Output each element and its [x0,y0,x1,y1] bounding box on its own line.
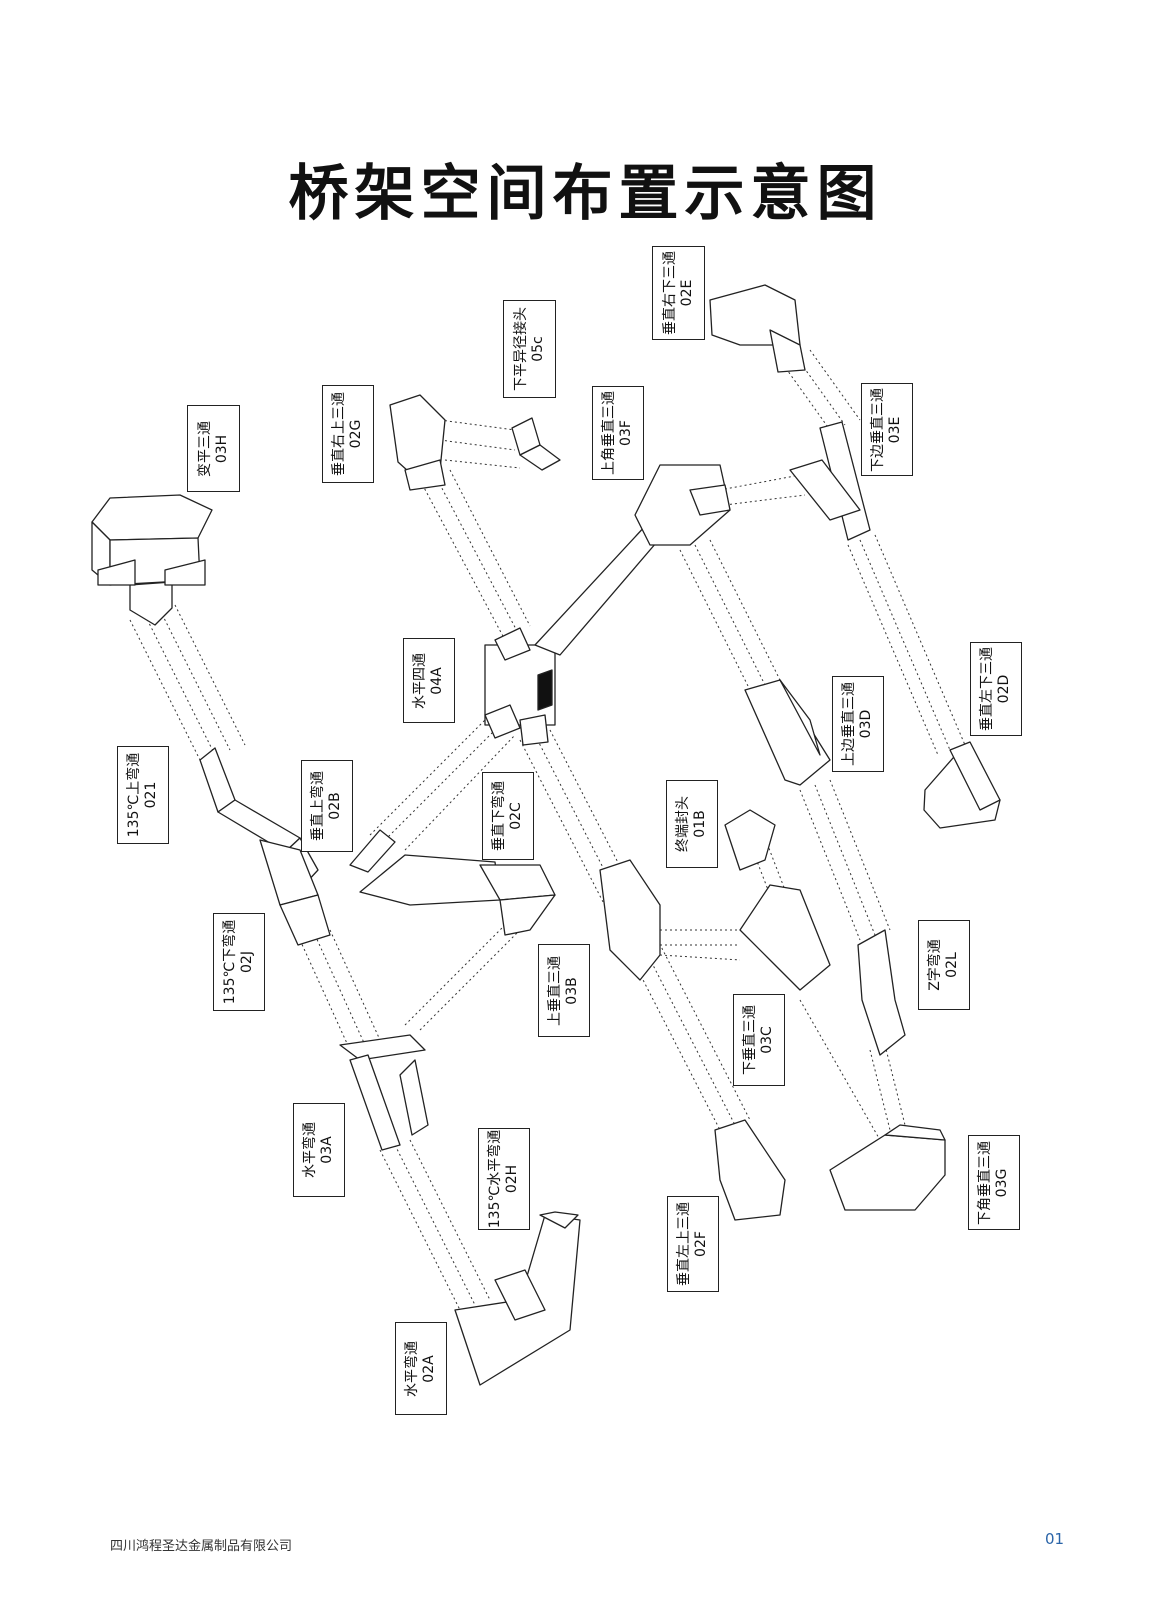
fitting-03D [744,679,831,786]
fitting-03H [91,494,213,626]
fitting-03G [829,1124,946,1211]
fitting-02E [709,284,806,373]
fitting-05c [511,417,561,471]
fitting-02L [857,929,906,1056]
fitting-main-diagonal [534,464,731,656]
footer-page-number: 01 [1045,1530,1065,1548]
fitting-01B [724,809,776,871]
fitting-02D [923,741,1001,829]
fitting-04A [484,627,556,746]
fitting-03E [789,421,871,541]
fitting-02H [494,1269,546,1321]
fitting-02J [259,839,331,946]
footer-company: 四川鸿程圣达金属制品有限公司 [110,1539,293,1554]
tray-fittings [91,284,1001,1386]
fitting-02F [714,1119,786,1221]
fitting-02G [389,394,446,491]
fitting-02B [349,829,501,906]
fitting-03C [599,859,831,991]
fitting-03A [339,1034,429,1151]
fitting-03B [479,864,556,936]
page-title: 桥架空间布置示意图 [288,159,883,229]
